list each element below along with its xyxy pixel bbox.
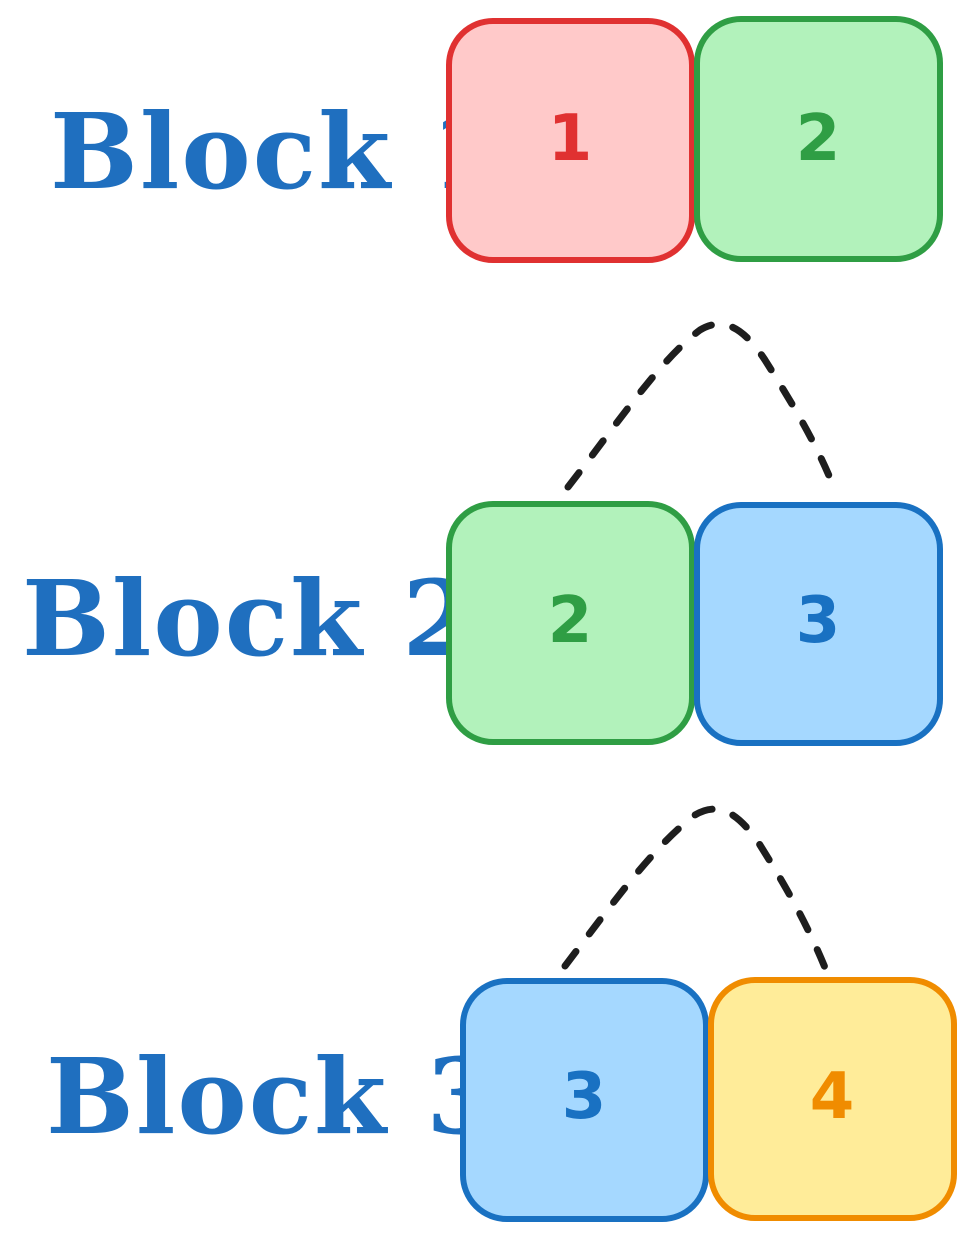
block-1-cell-1: 1: [446, 18, 695, 263]
block-3-cell-1: 3: [460, 978, 709, 1222]
block-3-cell-2-box: [708, 977, 957, 1221]
block-2-cell-1: 2: [446, 501, 695, 745]
block-2-cell-2-value: 3: [796, 584, 841, 658]
block-1-cell-1-box: [446, 18, 695, 263]
block-1-cell-1-value: 1: [548, 102, 593, 176]
block-3: Block 3 3 4: [46, 977, 957, 1222]
block-3-cell-1-box: [460, 978, 709, 1222]
block-3-cell-2-value: 4: [810, 1060, 855, 1134]
block-1-label: Block 1: [50, 90, 505, 213]
connector-2-to-3: [561, 805, 832, 979]
block-2-cell-1-value: 2: [548, 584, 593, 658]
block-2: Block 2 2 3: [22, 501, 943, 746]
connector-1-to-2: [564, 320, 839, 494]
block-2-cell-2: 3: [694, 502, 943, 746]
block-3-label: Block 3: [46, 1035, 501, 1158]
block-2-cell-1-box: [446, 501, 695, 745]
block-3-cell-2: 4: [708, 977, 957, 1221]
block-1-cell-2-box: [694, 16, 943, 262]
block-1-cell-2-value: 2: [796, 102, 841, 176]
block-1-cell-2: 2: [694, 16, 943, 262]
block-2-cell-2-box: [694, 502, 943, 746]
block-3-cell-1-value: 3: [562, 1060, 607, 1134]
block-1: Block 1 1 2: [50, 16, 943, 263]
block-2-label: Block 2: [22, 557, 477, 680]
